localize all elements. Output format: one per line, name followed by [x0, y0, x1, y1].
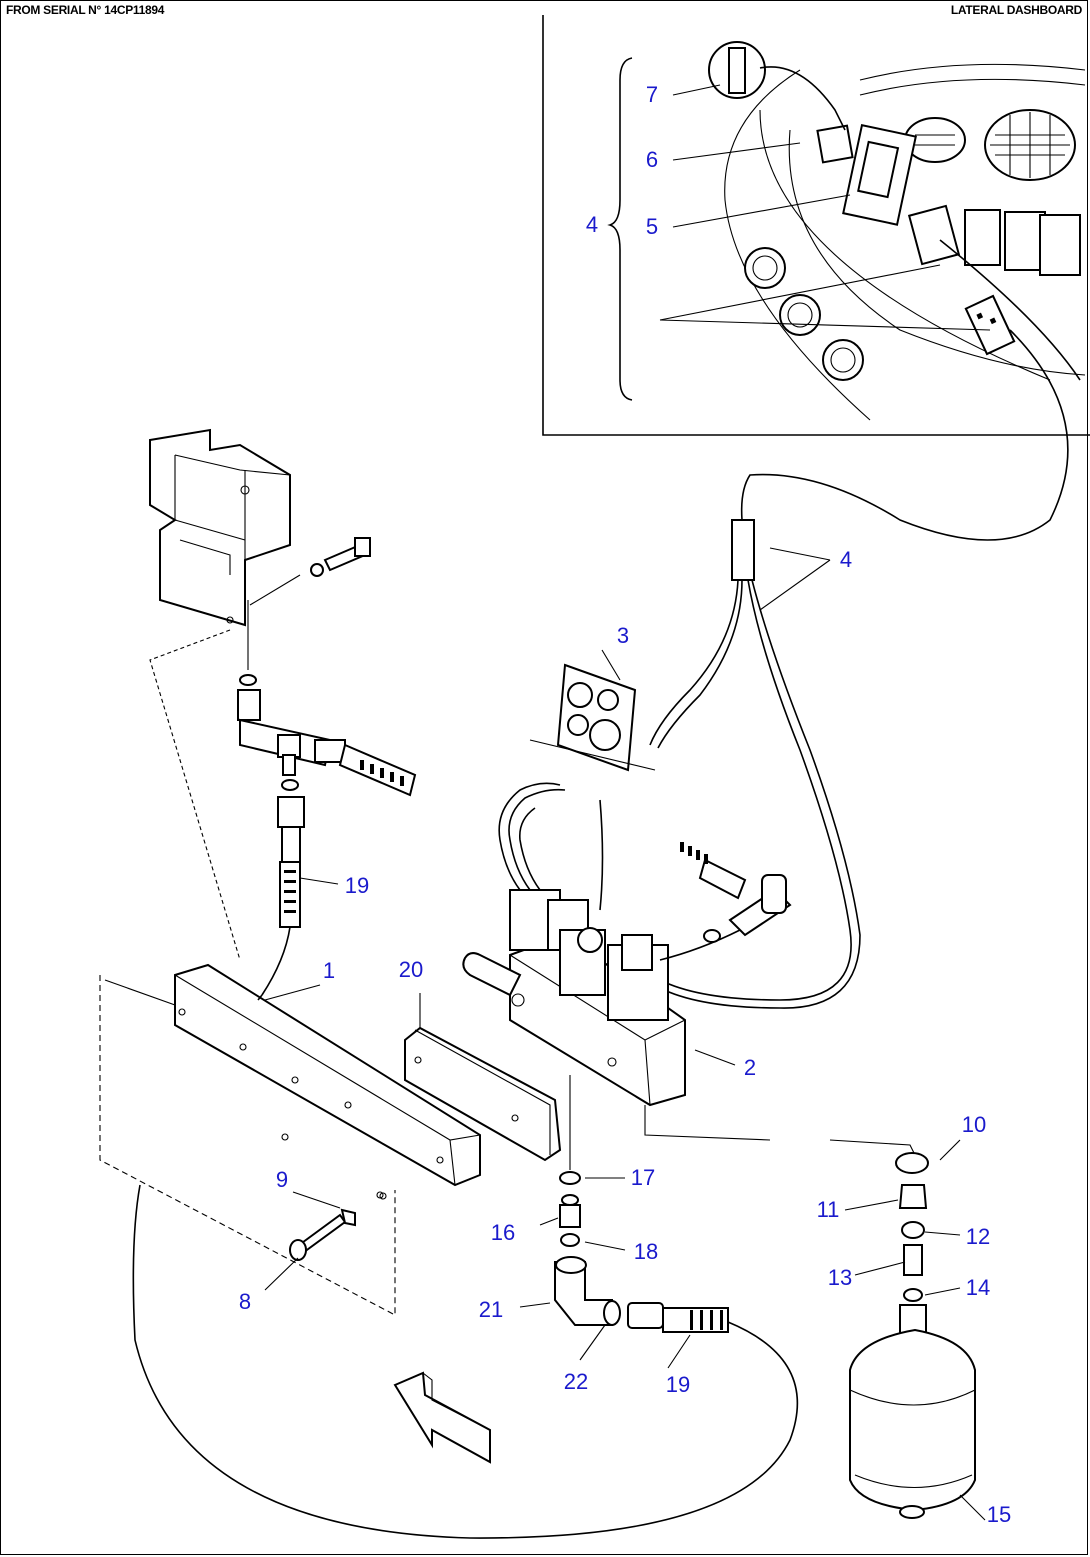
flow-arrow [393, 1371, 491, 1464]
part-1-manifold [99, 963, 481, 1316]
callout-2: 2 [743, 1055, 757, 1080]
callout-16: 16 [490, 1220, 516, 1245]
callout-15: 15 [986, 1502, 1012, 1527]
accumulator-stack [844, 1139, 986, 1521]
serial-note: FROM SERIAL N° 14CP11894 [6, 3, 165, 17]
callout-10: 10 [961, 1112, 987, 1137]
wiring-harness-4 [649, 329, 1069, 1009]
detail-inset [542, 15, 1090, 436]
callout-4-harness: 4 [839, 547, 853, 572]
callout-20: 20 [398, 957, 424, 982]
callout-5: 5 [645, 214, 659, 239]
callout-21: 21 [478, 1297, 504, 1322]
callout-22: 22 [563, 1369, 589, 1394]
lower-fitting-stack [519, 1075, 729, 1369]
callout-6: 6 [645, 147, 659, 172]
callout-13: 13 [827, 1265, 853, 1290]
return-hose [132, 994, 799, 1539]
callout-14: 14 [965, 1275, 991, 1300]
callout-12: 12 [965, 1224, 991, 1249]
callout-4-inset: 4 [585, 212, 599, 237]
callout-11: 11 [816, 1197, 840, 1222]
callout-17: 17 [630, 1165, 656, 1190]
callout-19-lower: 19 [665, 1372, 691, 1397]
part-2-valve [462, 782, 916, 1156]
callout-8: 8 [238, 1289, 252, 1314]
part-3-plate [529, 649, 656, 772]
bracket-assembly [149, 428, 371, 961]
callout-7: 7 [645, 82, 659, 107]
pipe-fitting-right [680, 842, 792, 943]
callout-9: 9 [275, 1167, 289, 1192]
callout-3: 3 [616, 623, 630, 648]
callout-18: 18 [633, 1239, 659, 1264]
upper-fitting-assembly [237, 600, 417, 996]
part-20-gasket [404, 993, 562, 1162]
section-title: LATERAL DASHBOARD [950, 3, 1082, 17]
callout-19-upper: 19 [344, 873, 370, 898]
callout-1: 1 [322, 958, 336, 983]
screw-8 [264, 1191, 384, 1291]
